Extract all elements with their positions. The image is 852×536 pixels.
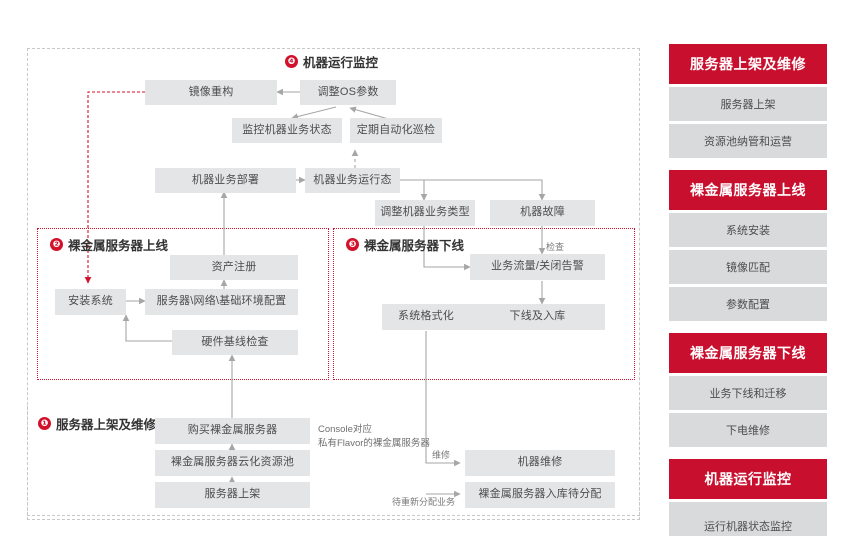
section-label-3: 裸金属服务器下线 bbox=[364, 239, 465, 253]
rail-item-3-0[interactable]: 业务下线和迁移 bbox=[669, 376, 827, 410]
rail-item-2-2[interactable]: 参数配置 bbox=[669, 287, 827, 321]
box-machine-service-running[interactable]: 机器业务运行态 bbox=[305, 168, 400, 193]
box-adjust-service-type[interactable]: 调整机器业务类型 bbox=[375, 200, 475, 226]
edge-label-check: 检查 bbox=[546, 242, 565, 252]
box-adjust-os-params[interactable]: 调整OS参数 bbox=[300, 80, 396, 105]
rail-group-4: 机器运行监控 运行机器状态监控 bbox=[669, 459, 827, 536]
edge-label-repair: 维修 bbox=[432, 450, 451, 460]
box-mirror-rebuild[interactable]: 镜像重构 bbox=[145, 80, 277, 105]
section-badge-4: ❹ bbox=[285, 55, 298, 68]
right-rail: 服务器上架及维修 服务器上架 资源池纳管和运营 裸金属服务器上线 系统安装 镜像… bbox=[669, 44, 827, 536]
rail-item-3-1[interactable]: 下电维修 bbox=[669, 413, 827, 447]
section-3-frame bbox=[333, 228, 635, 380]
box-server-rack-mount[interactable]: 服务器上架 bbox=[155, 482, 310, 508]
box-bare-metal-cloud-pool[interactable]: 裸金属服务器云化资源池 bbox=[155, 450, 310, 476]
box-server-network-env-config[interactable]: 服务器\网络\基础环境配置 bbox=[145, 289, 298, 315]
box-install-system[interactable]: 安装系统 bbox=[55, 289, 126, 315]
rail-item-1-0[interactable]: 服务器上架 bbox=[669, 87, 827, 121]
box-periodic-auto-inspection[interactable]: 定期自动化巡检 bbox=[350, 118, 442, 143]
section-title-3: ❸ 裸金属服务器下线 bbox=[346, 235, 464, 254]
box-machine-service-deploy[interactable]: 机器业务部署 bbox=[155, 168, 296, 193]
box-bare-metal-instock-pending[interactable]: 裸金属服务器入库待分配 bbox=[465, 482, 615, 508]
rail-group-1: 服务器上架及维修 服务器上架 资源池纳管和运营 bbox=[669, 44, 827, 158]
section-label-2: 裸金属服务器上线 bbox=[68, 239, 169, 253]
rail-item-2-1[interactable]: 镜像匹配 bbox=[669, 250, 827, 284]
box-asset-register[interactable]: 资产注册 bbox=[170, 255, 298, 280]
rail-head-2[interactable]: 裸金属服务器上线 bbox=[669, 170, 827, 210]
box-machine-fault[interactable]: 机器故障 bbox=[490, 200, 595, 226]
note-console-flavor: Console对应 私有Flavor的裸金属服务器 bbox=[318, 424, 430, 450]
section-1-frame bbox=[27, 406, 640, 516]
box-system-format[interactable]: 系统格式化 bbox=[382, 304, 470, 330]
section-label-4: 机器运行监控 bbox=[303, 56, 379, 70]
section-badge-2: ❷ bbox=[50, 238, 63, 251]
section-badge-3: ❸ bbox=[346, 238, 359, 251]
box-monitor-machine-status[interactable]: 监控机器业务状态 bbox=[232, 118, 342, 143]
box-offline-and-instock[interactable]: 下线及入库 bbox=[470, 304, 605, 330]
box-hardware-baseline-check[interactable]: 硬件基线检查 bbox=[172, 330, 298, 355]
section-label-1: 服务器上架及维修 bbox=[56, 418, 157, 432]
section-badge-1: ❶ bbox=[38, 417, 51, 430]
rail-head-4[interactable]: 机器运行监控 bbox=[669, 459, 827, 499]
box-buy-bare-metal-server[interactable]: 购买裸金属服务器 bbox=[155, 418, 310, 444]
section-title-1: ❶ 服务器上架及维修 bbox=[38, 414, 156, 433]
rail-item-4-0[interactable]: 运行机器状态监控 bbox=[669, 502, 827, 536]
section-title-4: ❹ 机器运行监控 bbox=[285, 52, 378, 71]
rail-group-3: 裸金属服务器下线 业务下线和迁移 下电维修 bbox=[669, 333, 827, 447]
rail-item-2-0[interactable]: 系统安装 bbox=[669, 213, 827, 247]
outer-dashed-frame bbox=[27, 48, 640, 520]
rail-head-3[interactable]: 裸金属服务器下线 bbox=[669, 333, 827, 373]
box-traffic-close-alarm[interactable]: 业务流量/关闭告警 bbox=[470, 254, 605, 280]
rail-item-1-1[interactable]: 资源池纳管和运营 bbox=[669, 124, 827, 158]
section-title-2: ❷ 裸金属服务器上线 bbox=[50, 235, 168, 254]
rail-head-1[interactable]: 服务器上架及维修 bbox=[669, 44, 827, 84]
edge-label-reassign: 待重新分配业务 bbox=[392, 497, 456, 507]
section-2-frame bbox=[37, 228, 329, 380]
box-machine-repair[interactable]: 机器维修 bbox=[465, 450, 615, 476]
rail-group-2: 裸金属服务器上线 系统安装 镜像匹配 参数配置 bbox=[669, 170, 827, 321]
